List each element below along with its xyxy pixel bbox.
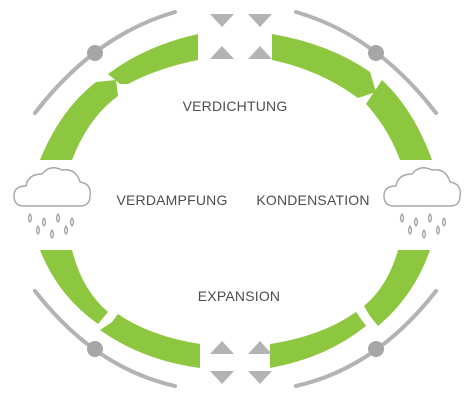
stage-label-verdampfung: VERDAMPFUNG [116,192,227,208]
valve-triangles-icon-bottom [210,341,272,384]
cycle-arrow-top-left-lower [40,80,118,160]
knob-top-right [368,45,384,61]
knob-top-left [87,45,103,61]
stage-label-kondensation: KONDENSATION [256,192,369,208]
cycle-arrow-bottom-right-lower [270,312,366,368]
cycle-arrow-top-left-upper [108,34,198,84]
valve-triangles-icon-top [210,14,272,59]
cloud-rain-icon-left [13,167,91,239]
stage-label-expansion: EXPANSION [198,288,280,304]
cycle-arrow-bottom-left-lower [100,314,200,368]
cycle-arrow-top-right-lower [366,80,432,160]
cycle-arrow-top-right-upper [272,34,376,98]
cloud-rain-icon-right [383,167,461,239]
knob-bottom-right [368,341,384,357]
cycle-arrow-bottom-left-upper [40,250,108,324]
stage-label-verdichtung: VERDICHTUNG [183,98,288,114]
cycle-arrow-bottom-right-upper [364,250,430,326]
knob-bottom-left [87,341,103,357]
